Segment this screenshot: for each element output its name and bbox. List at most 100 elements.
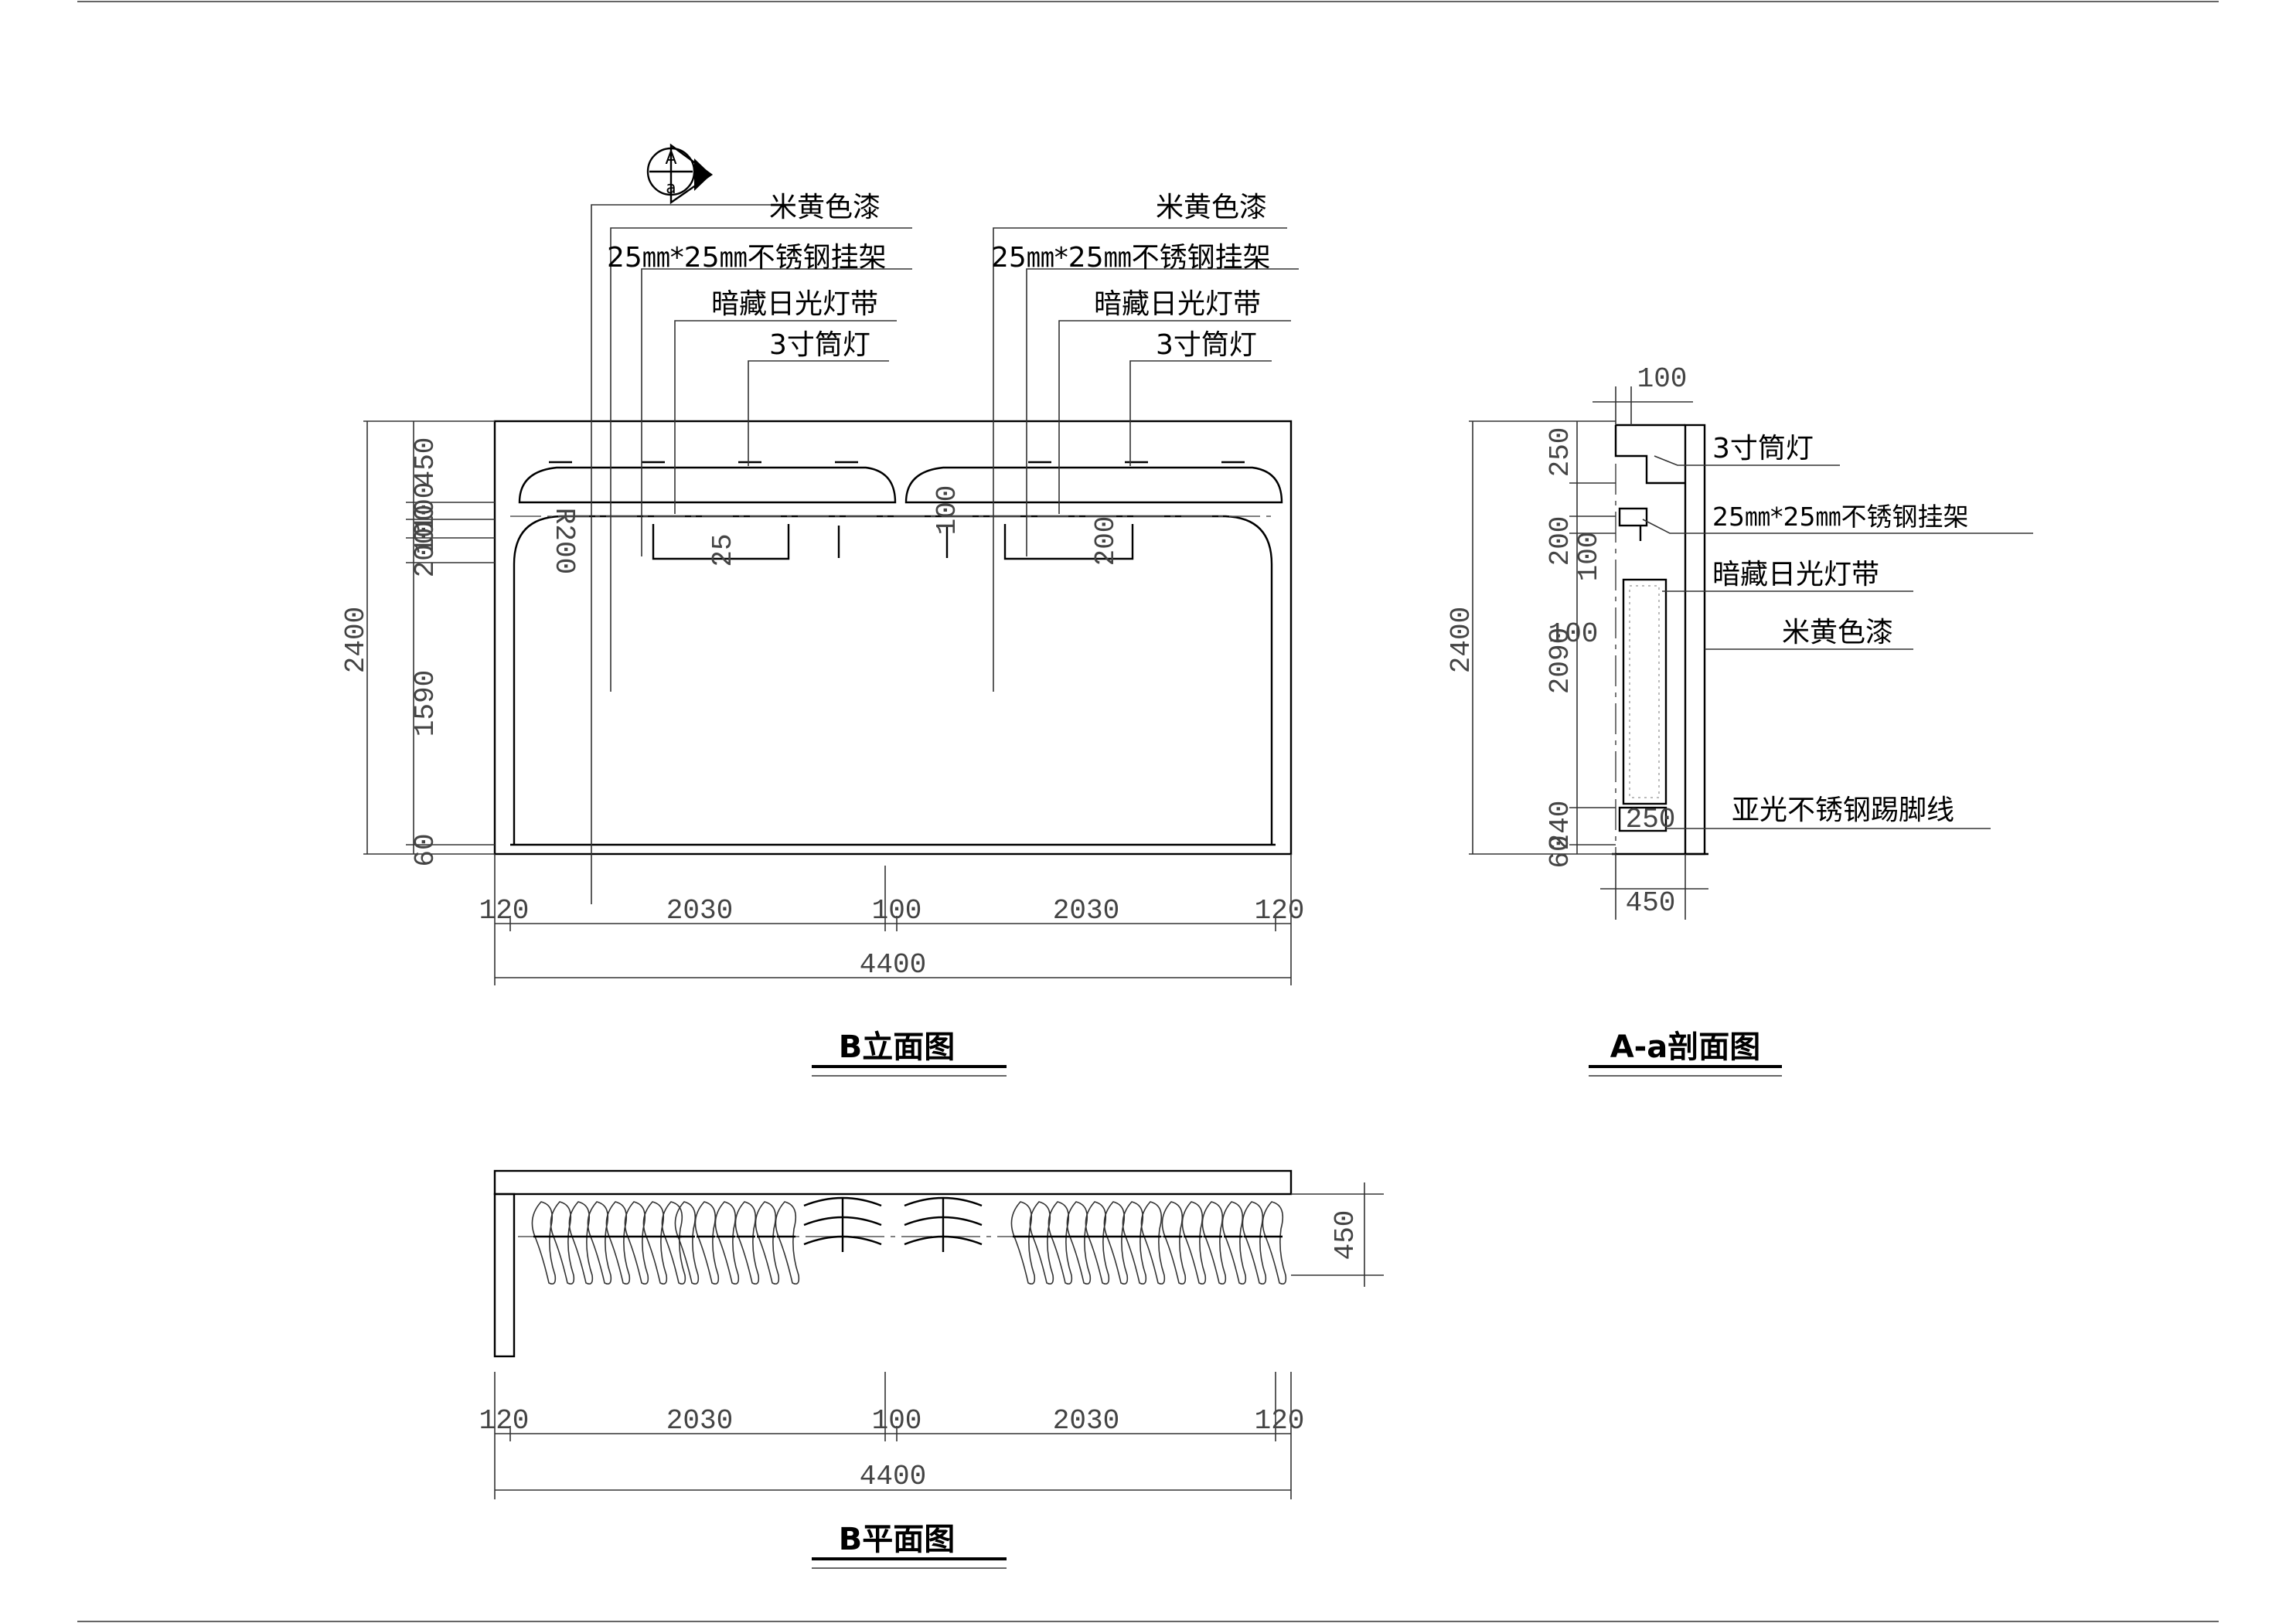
callout-bottom-letter: a [666, 179, 676, 198]
leader-line-7 [1026, 268, 1299, 556]
plan-dim-bottom-120b: 120 [1255, 1405, 1305, 1437]
elev-dim-bottom-120b: 120 [1255, 895, 1305, 927]
elev-label-lightstrip-left: 暗藏日光灯带 [711, 288, 878, 320]
section-rack-profile [1618, 507, 1648, 527]
plan-garment-outline [661, 1201, 686, 1285]
plan-right-dim [1291, 1182, 1384, 1287]
plan-fan-hangers [803, 1196, 983, 1252]
leader-line-8 [1058, 320, 1291, 514]
section-label-skirting: 亚光不锈钢踢脚线 [1732, 794, 1954, 826]
plan-dim-450: 450 [1330, 1210, 1361, 1261]
plan-garment-outline [1262, 1201, 1287, 1285]
elevation-title: B立面图 [839, 1029, 956, 1065]
section-label-downlight: 3寸筒灯 [1712, 433, 1814, 464]
section-dim-inner-250: 250 [1626, 804, 1676, 835]
elev-dim-100-inner: 100 [932, 485, 963, 536]
plan-horizontal-dims [494, 1372, 1292, 1499]
plan-garment-outline [694, 1201, 720, 1285]
section-bottom-dim [1600, 854, 1708, 920]
plan-garment-outline [1242, 1201, 1267, 1285]
leader-line-9 [1129, 360, 1272, 466]
section-dim-inner-100: 100 [1548, 618, 1599, 650]
plan-garment-outline [674, 1201, 700, 1285]
elev-dim-bottom-2030a: 2030 [666, 895, 733, 927]
leader-line-2 [610, 227, 912, 692]
plan-dim-total-width: 4400 [860, 1461, 926, 1492]
plan-dim-bottom-2030a: 2030 [666, 1405, 733, 1437]
callout-top-letter: A [665, 149, 676, 168]
section-vertical-dims [1469, 420, 1616, 855]
elev-vertical-dims [363, 420, 495, 855]
elev-label-paint-left: 米黄色漆 [769, 192, 881, 223]
section-wall [1684, 424, 1706, 856]
leader-line-6 [993, 227, 1287, 692]
left-light-trough [518, 466, 897, 504]
section-light-strip-box [1622, 578, 1667, 805]
section-callout-symbol [646, 143, 714, 205]
plan-garment-outline [714, 1201, 740, 1285]
section-top-dim [1593, 386, 1693, 425]
plan-back-wall [493, 1169, 1293, 1196]
elev-dim-200-inner: 200 [1090, 516, 1122, 567]
elev-dim-bottom-100: 100 [872, 895, 922, 927]
section-hatch-fill [1629, 585, 1660, 798]
plan-garment-outline [1161, 1201, 1187, 1285]
elev-radius-dim: R200 [548, 508, 580, 574]
section-dim-240: 240 [1545, 801, 1576, 851]
plan-garment-outline [775, 1201, 800, 1285]
elev-dim-200: 200 [410, 528, 441, 578]
section-soffit [1614, 425, 1685, 485]
leader-line-4 [674, 320, 897, 514]
elevation-wall-outline [493, 420, 1293, 856]
leader-line-1 [591, 204, 773, 904]
elev-dim-450: 450 [410, 437, 441, 488]
section-dim-250: 250 [1545, 427, 1576, 478]
plan-garment-outline [755, 1201, 780, 1285]
plan-dim-bottom-100: 100 [872, 1405, 922, 1437]
section-dim-2090: 2090 [1545, 628, 1576, 694]
section-leader-2 [1642, 519, 2033, 534]
elev-dim-60: 60 [410, 833, 441, 866]
elev-label-lightstrip-right: 暗藏日光灯带 [1094, 288, 1261, 320]
elevation-view: 米黄色漆 25㎜*25㎜不锈钢挂架 暗藏日光灯带 3寸筒灯 米黄色漆 25㎜*2… [340, 143, 1305, 1077]
plan-dim-bottom-2030b: 2030 [1053, 1405, 1119, 1437]
elev-label-rack-left: 25㎜*25㎜不锈钢挂架 [607, 242, 887, 274]
plan-dim-bottom-120a: 120 [479, 1405, 530, 1437]
niche-arch-outline [513, 515, 1273, 845]
section-dim-200: 200 [1545, 516, 1576, 567]
section-dim-total-height: 2400 [1446, 607, 1477, 673]
leader-line-3 [641, 268, 912, 556]
right-hanger-rack [1003, 524, 1134, 560]
elev-dim-100a: 100 [410, 482, 441, 532]
elev-dim-25: 25 [707, 533, 739, 567]
section-skirting [1618, 806, 1667, 832]
section-label-lightstrip: 暗藏日光灯带 [1712, 559, 1879, 590]
elev-label-downlight-left: 3寸筒灯 [769, 329, 870, 361]
plan-garment-outline [1140, 1201, 1166, 1285]
right-light-trough [904, 466, 1283, 504]
elev-horizontal-dims [494, 854, 1292, 985]
left-hanger-rack [652, 524, 790, 560]
elev-label-paint-right: 米黄色漆 [1156, 192, 1267, 223]
elev-dim-total-height: 2400 [340, 607, 372, 673]
plan-garment-outline [1181, 1201, 1207, 1285]
plan-garment-outline [1201, 1201, 1227, 1285]
plan-garment-outline [734, 1201, 760, 1285]
elev-label-downlight-right: 3寸筒灯 [1156, 329, 1257, 361]
plan-side-return [493, 1193, 516, 1358]
section-dim-100: 100 [1573, 532, 1605, 582]
leader-line-5 [748, 360, 889, 466]
section-leader-1 [1654, 455, 1840, 466]
elev-dim-bottom-120a: 120 [479, 895, 530, 927]
plan-garment-group [531, 1201, 1287, 1285]
section-view: 3寸筒灯 25㎜*25㎜不锈钢挂架 暗藏日光灯带 米黄色漆 亚光不锈钢踢脚线 1… [1446, 363, 2033, 1077]
section-label-rack: 25㎜*25㎜不锈钢挂架 [1712, 502, 1968, 532]
plan-garment-outline [1221, 1201, 1247, 1285]
section-dim-60: 60 [1545, 835, 1576, 868]
section-dim-top-100: 100 [1637, 363, 1688, 395]
section-dim-bottom-450: 450 [1626, 887, 1676, 919]
elev-dim-bottom-2030b: 2030 [1053, 895, 1119, 927]
section-label-paint: 米黄色漆 [1782, 617, 1893, 648]
elev-label-rack-right: 25㎜*25㎜不锈钢挂架 [991, 242, 1271, 274]
section-title: A-a剖面图 [1610, 1029, 1761, 1065]
